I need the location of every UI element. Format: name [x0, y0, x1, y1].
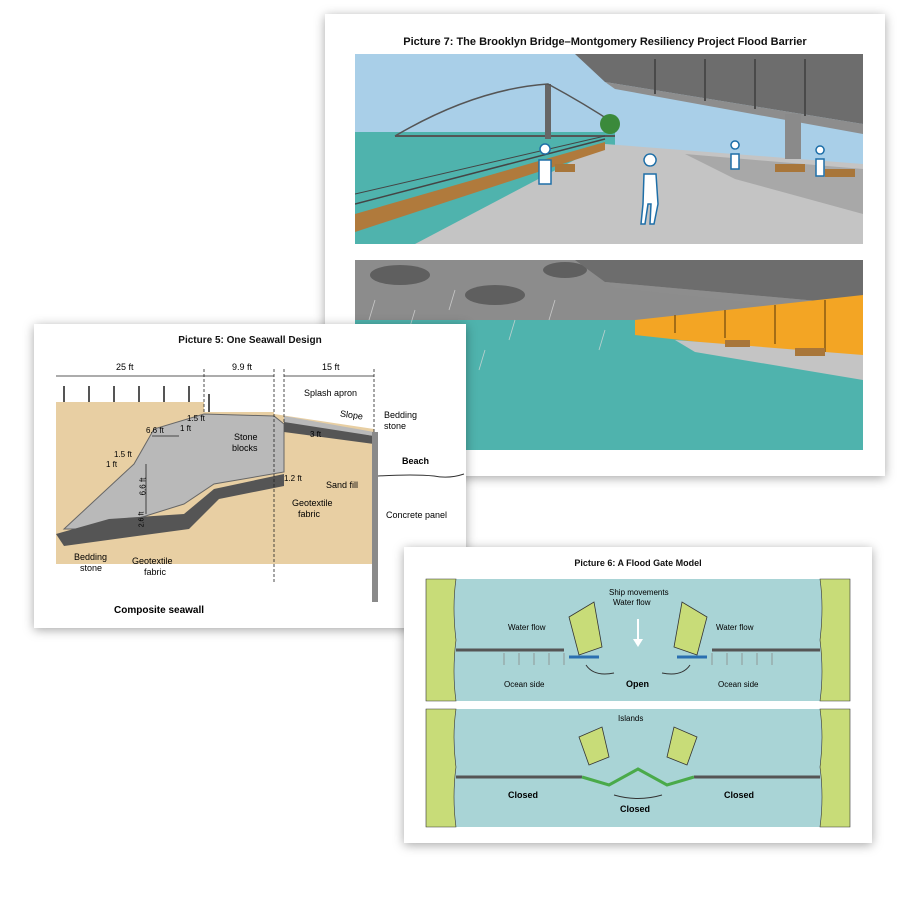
closed-right-label: Closed — [724, 790, 755, 800]
composite-seawall-caption: Composite seawall — [114, 605, 205, 616]
water-flow-center-label: Water flow — [613, 598, 651, 607]
ocean-side-right-label: Ocean side — [718, 680, 759, 689]
bedding-stone-right-label-1: Bedding — [384, 410, 418, 420]
picture6-title: Picture 6: A Flood Gate Model — [574, 558, 702, 568]
stone-blocks-label-2: blocks — [232, 443, 258, 453]
bedding-stone-right-label-2: stone — [384, 421, 407, 431]
dim-1-2ft: 1.2 ft — [284, 474, 302, 483]
bedding-stone-left-label-1: Bedding — [74, 552, 108, 562]
dim-1-5ft-left: 1.5 ft — [114, 450, 132, 459]
bedding-stone-left-label-2: stone — [80, 563, 103, 573]
dim-15ft: 15 ft — [322, 362, 340, 372]
flood-gate-diagram — [425, 578, 851, 828]
water-flow-right-label: Water flow — [716, 623, 754, 632]
splash-apron-label: Splash apron — [304, 388, 358, 398]
open-label: Open — [626, 679, 650, 689]
picture7-title: Picture 7: The Brooklyn Bridge–Montgomer… — [403, 36, 807, 48]
islands-label: Islands — [618, 714, 644, 723]
concrete-panel-label: Concrete panel — [386, 510, 448, 520]
dim-1ft-left: 1 ft — [106, 460, 118, 469]
closed-left-label: Closed — [508, 790, 539, 800]
sand-fill-label: Sand fill — [326, 480, 359, 490]
ship-movements-label: Ship movements — [609, 588, 669, 597]
dim-2-6ft: 2.6 ft — [138, 511, 146, 528]
promenade-illustration — [355, 54, 863, 244]
geotextile-left-label-1: Geotextile — [132, 556, 173, 566]
dim-1-5ft-top: 1.5 ft — [187, 414, 205, 423]
stone-blocks-label-1: Stone — [234, 432, 258, 442]
geotextile-right-label-1: Geotextile — [292, 498, 333, 508]
water-flow-left-label: Water flow — [508, 623, 546, 632]
geotextile-right-label-2: fabric — [298, 509, 321, 519]
dim-3ft: 3 ft — [310, 430, 322, 439]
dim-25ft: 25 ft — [116, 362, 134, 372]
picture5-card: Picture 5: One Seawall Design — [34, 324, 466, 628]
picture5-title: Picture 5: One Seawall Design — [178, 335, 322, 346]
beach-label: Beach — [402, 456, 430, 466]
picture6-card: Picture 6: A Flood Gate Model — [404, 547, 872, 843]
dim-1ft-top: 1 ft — [180, 424, 192, 433]
closed-center-label: Closed — [620, 804, 651, 814]
geotextile-left-label-2: fabric — [144, 567, 167, 577]
seawall-diagram — [56, 369, 465, 602]
dim-6-6ft-vertical: 6.6 ft — [138, 477, 148, 496]
ocean-side-left-label: Ocean side — [504, 680, 545, 689]
dim-9-9ft: 9.9 ft — [232, 362, 253, 372]
dim-6-6ft-horizontal: 6.6 ft — [146, 426, 164, 435]
